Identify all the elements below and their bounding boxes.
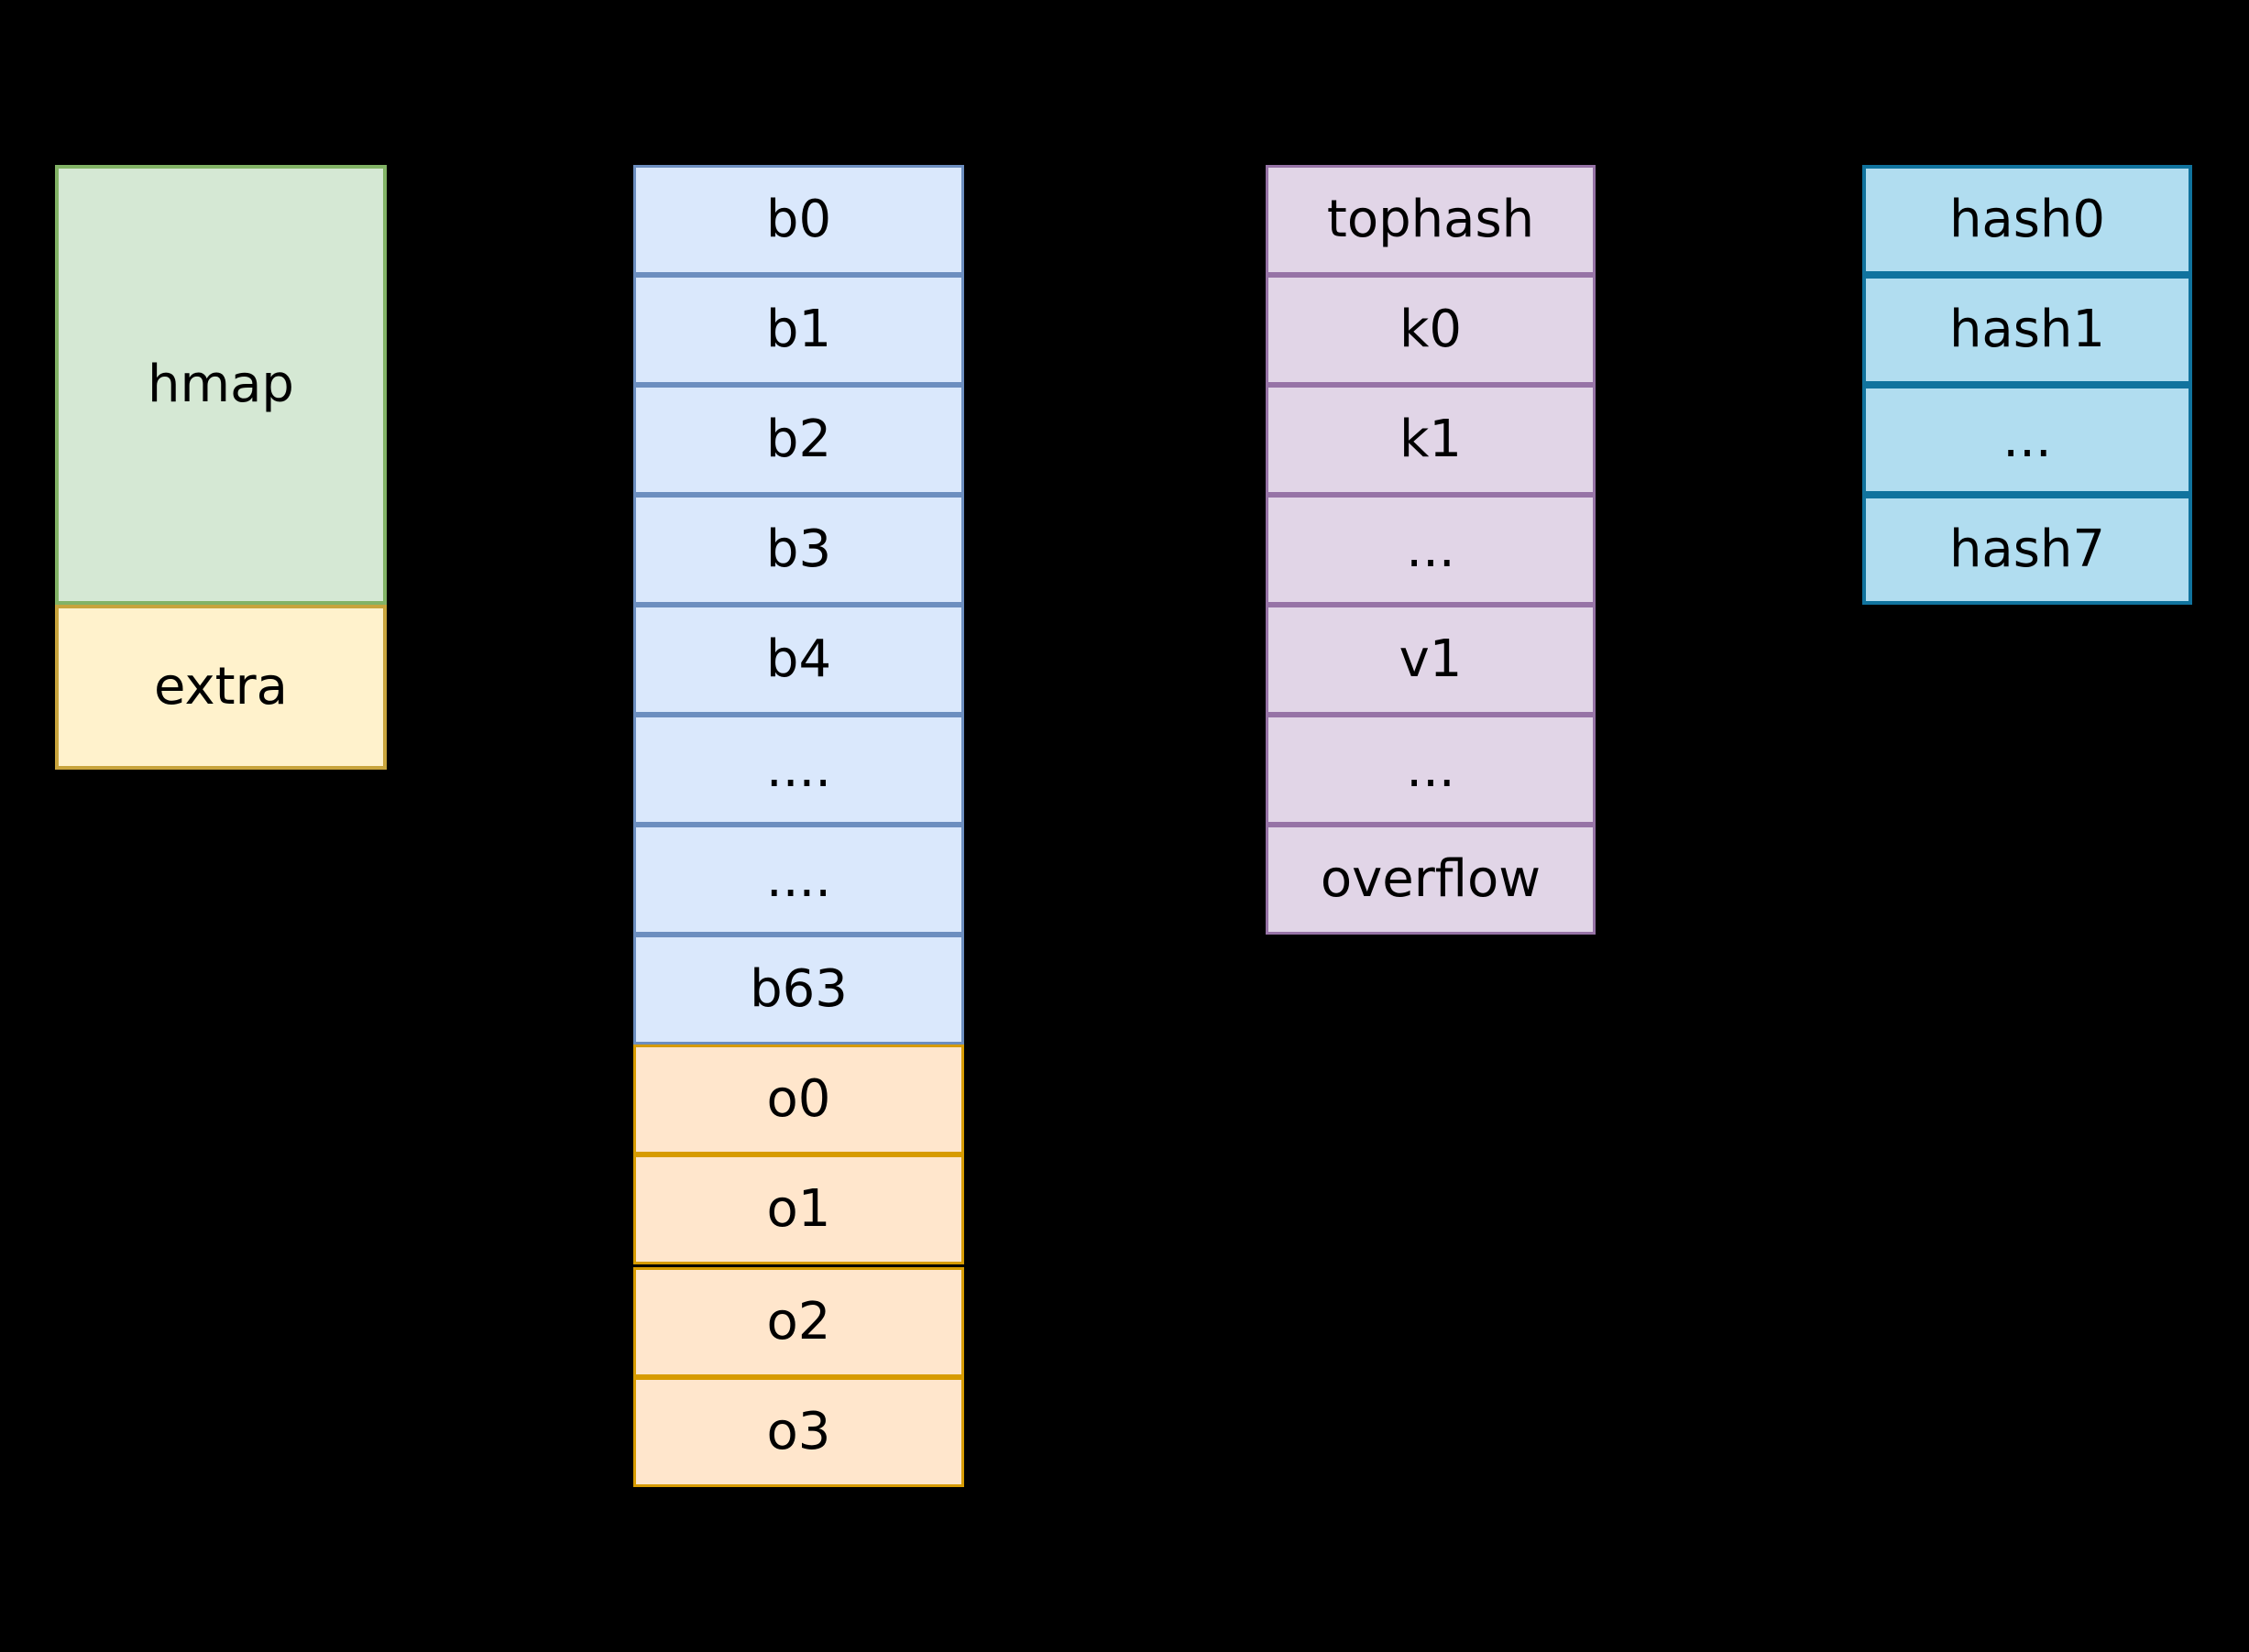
buckets-column: b0 b1 b2 b3 b4 .... .... b63 o0 o1 o2 o3 [633,165,964,1487]
bucket-cell-label: b63 [750,959,848,1019]
extra-label: extra [154,657,288,717]
bucket-cell-label: b0 [765,190,832,249]
bucket-cell: b1 [633,275,964,385]
bucket-field-cell: ... [1266,715,1596,825]
bucket-field-label: tophash [1326,190,1535,249]
overflow-bucket-label: o3 [766,1402,831,1461]
overflow-bucket-cell: o2 [633,1267,964,1377]
bucket-field-label: overflow [1320,849,1541,909]
bucket-cell-label: b2 [765,410,832,469]
hash-cell: ... [1862,385,2192,495]
bucket-field-label: v1 [1399,629,1463,689]
bucket-field-label: ... [1406,520,1455,579]
overflow-bucket-label: o2 [766,1292,831,1351]
bucket-field-label: k1 [1399,410,1463,469]
hmap-label: hmap [148,355,294,414]
hmap-column: hmap extra [55,165,387,770]
bucket-field-cell: v1 [1266,605,1596,715]
bucket-field-label: k0 [1399,300,1463,359]
bucket-cell: b4 [633,605,964,715]
bucket-cell: .... [633,715,964,825]
hash-cell: hash0 [1862,165,2192,275]
bucket-struct-column: tophash k0 k1 ... v1 ... overflow [1266,165,1596,935]
bucket-cell-label: .... [765,849,832,909]
bucket-cell-label: b3 [765,520,832,579]
hash-cell: hash1 [1862,275,2192,385]
hmap-box: hmap [55,165,387,605]
bucket-field-cell: ... [1266,495,1596,605]
bucket-field-cell: k1 [1266,385,1596,495]
bucket-cell: b3 [633,495,964,605]
bucket-cell-label: b4 [765,629,832,689]
bucket-cell: b2 [633,385,964,495]
extra-box: extra [55,605,387,770]
bucket-cell: .... [633,825,964,935]
overflow-bucket-label: o0 [766,1069,831,1129]
overflow-bucket-cell: o0 [633,1045,964,1154]
hash-cell-label: hash0 [1948,190,2106,249]
overflow-bucket-cell: o3 [633,1377,964,1487]
overflow-bucket-cell: o1 [633,1154,964,1264]
bucket-field-label: ... [1406,739,1455,799]
hash-cell-label: ... [2002,410,2052,469]
hash-cell: hash7 [1862,495,2192,605]
hash-column: hash0 hash1 ... hash7 [1862,165,2192,605]
bucket-cell-label: .... [765,739,832,799]
hash-cell-label: hash7 [1948,520,2106,579]
overflow-bucket-label: o1 [766,1179,831,1239]
bucket-cell: b0 [633,165,964,275]
bucket-field-cell: tophash [1266,165,1596,275]
bucket-cell-label: b1 [765,300,832,359]
bucket-cell: b63 [633,935,964,1045]
bucket-field-cell: k0 [1266,275,1596,385]
bucket-field-cell: overflow [1266,825,1596,935]
hash-cell-label: hash1 [1948,300,2106,359]
